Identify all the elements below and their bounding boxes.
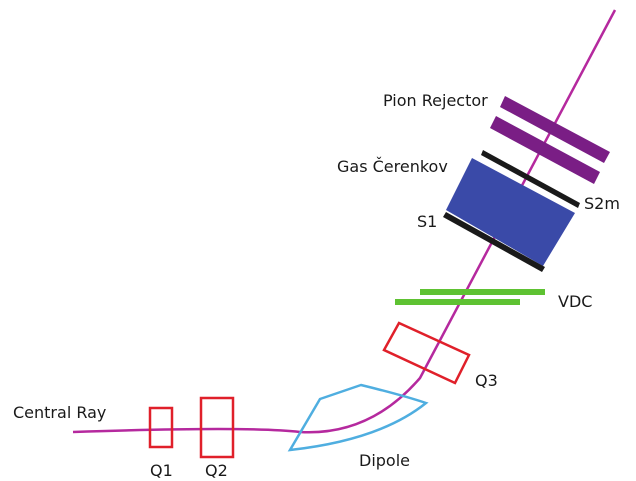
- q2-label: Q2: [205, 461, 228, 480]
- dipole-label: Dipole: [359, 451, 410, 470]
- pion-rejector-bar-lower: [490, 116, 600, 184]
- pion-rejector-bar-upper: [500, 96, 610, 163]
- dipole-magnet: [287, 383, 429, 452]
- s2m-scintillator: [481, 150, 580, 208]
- vdc-chambers: [395, 289, 545, 305]
- pion-rejector-label: Pion Rejector: [383, 91, 488, 110]
- central-ray-trajectory: [72, 9, 617, 434]
- vdc-plane-lower: [395, 299, 520, 305]
- q1-quadrupole: [148, 406, 174, 449]
- q3-quadrupole: [382, 321, 471, 385]
- s1-scintillator: [443, 212, 545, 272]
- s1-label: S1: [417, 212, 437, 231]
- gas-cerenkov-label: Gas Čerenkov: [337, 157, 448, 176]
- central-ray-label: Central Ray: [13, 403, 106, 422]
- q3-label: Q3: [475, 371, 498, 390]
- q2-quadrupole: [199, 396, 235, 459]
- gas-cerenkov-detector: [446, 158, 575, 266]
- pion-rejector: [490, 96, 610, 184]
- vdc-label: VDC: [558, 292, 592, 311]
- s2m-label: S2m: [584, 194, 620, 213]
- q1-label: Q1: [150, 461, 173, 480]
- vdc-plane-upper: [420, 289, 545, 295]
